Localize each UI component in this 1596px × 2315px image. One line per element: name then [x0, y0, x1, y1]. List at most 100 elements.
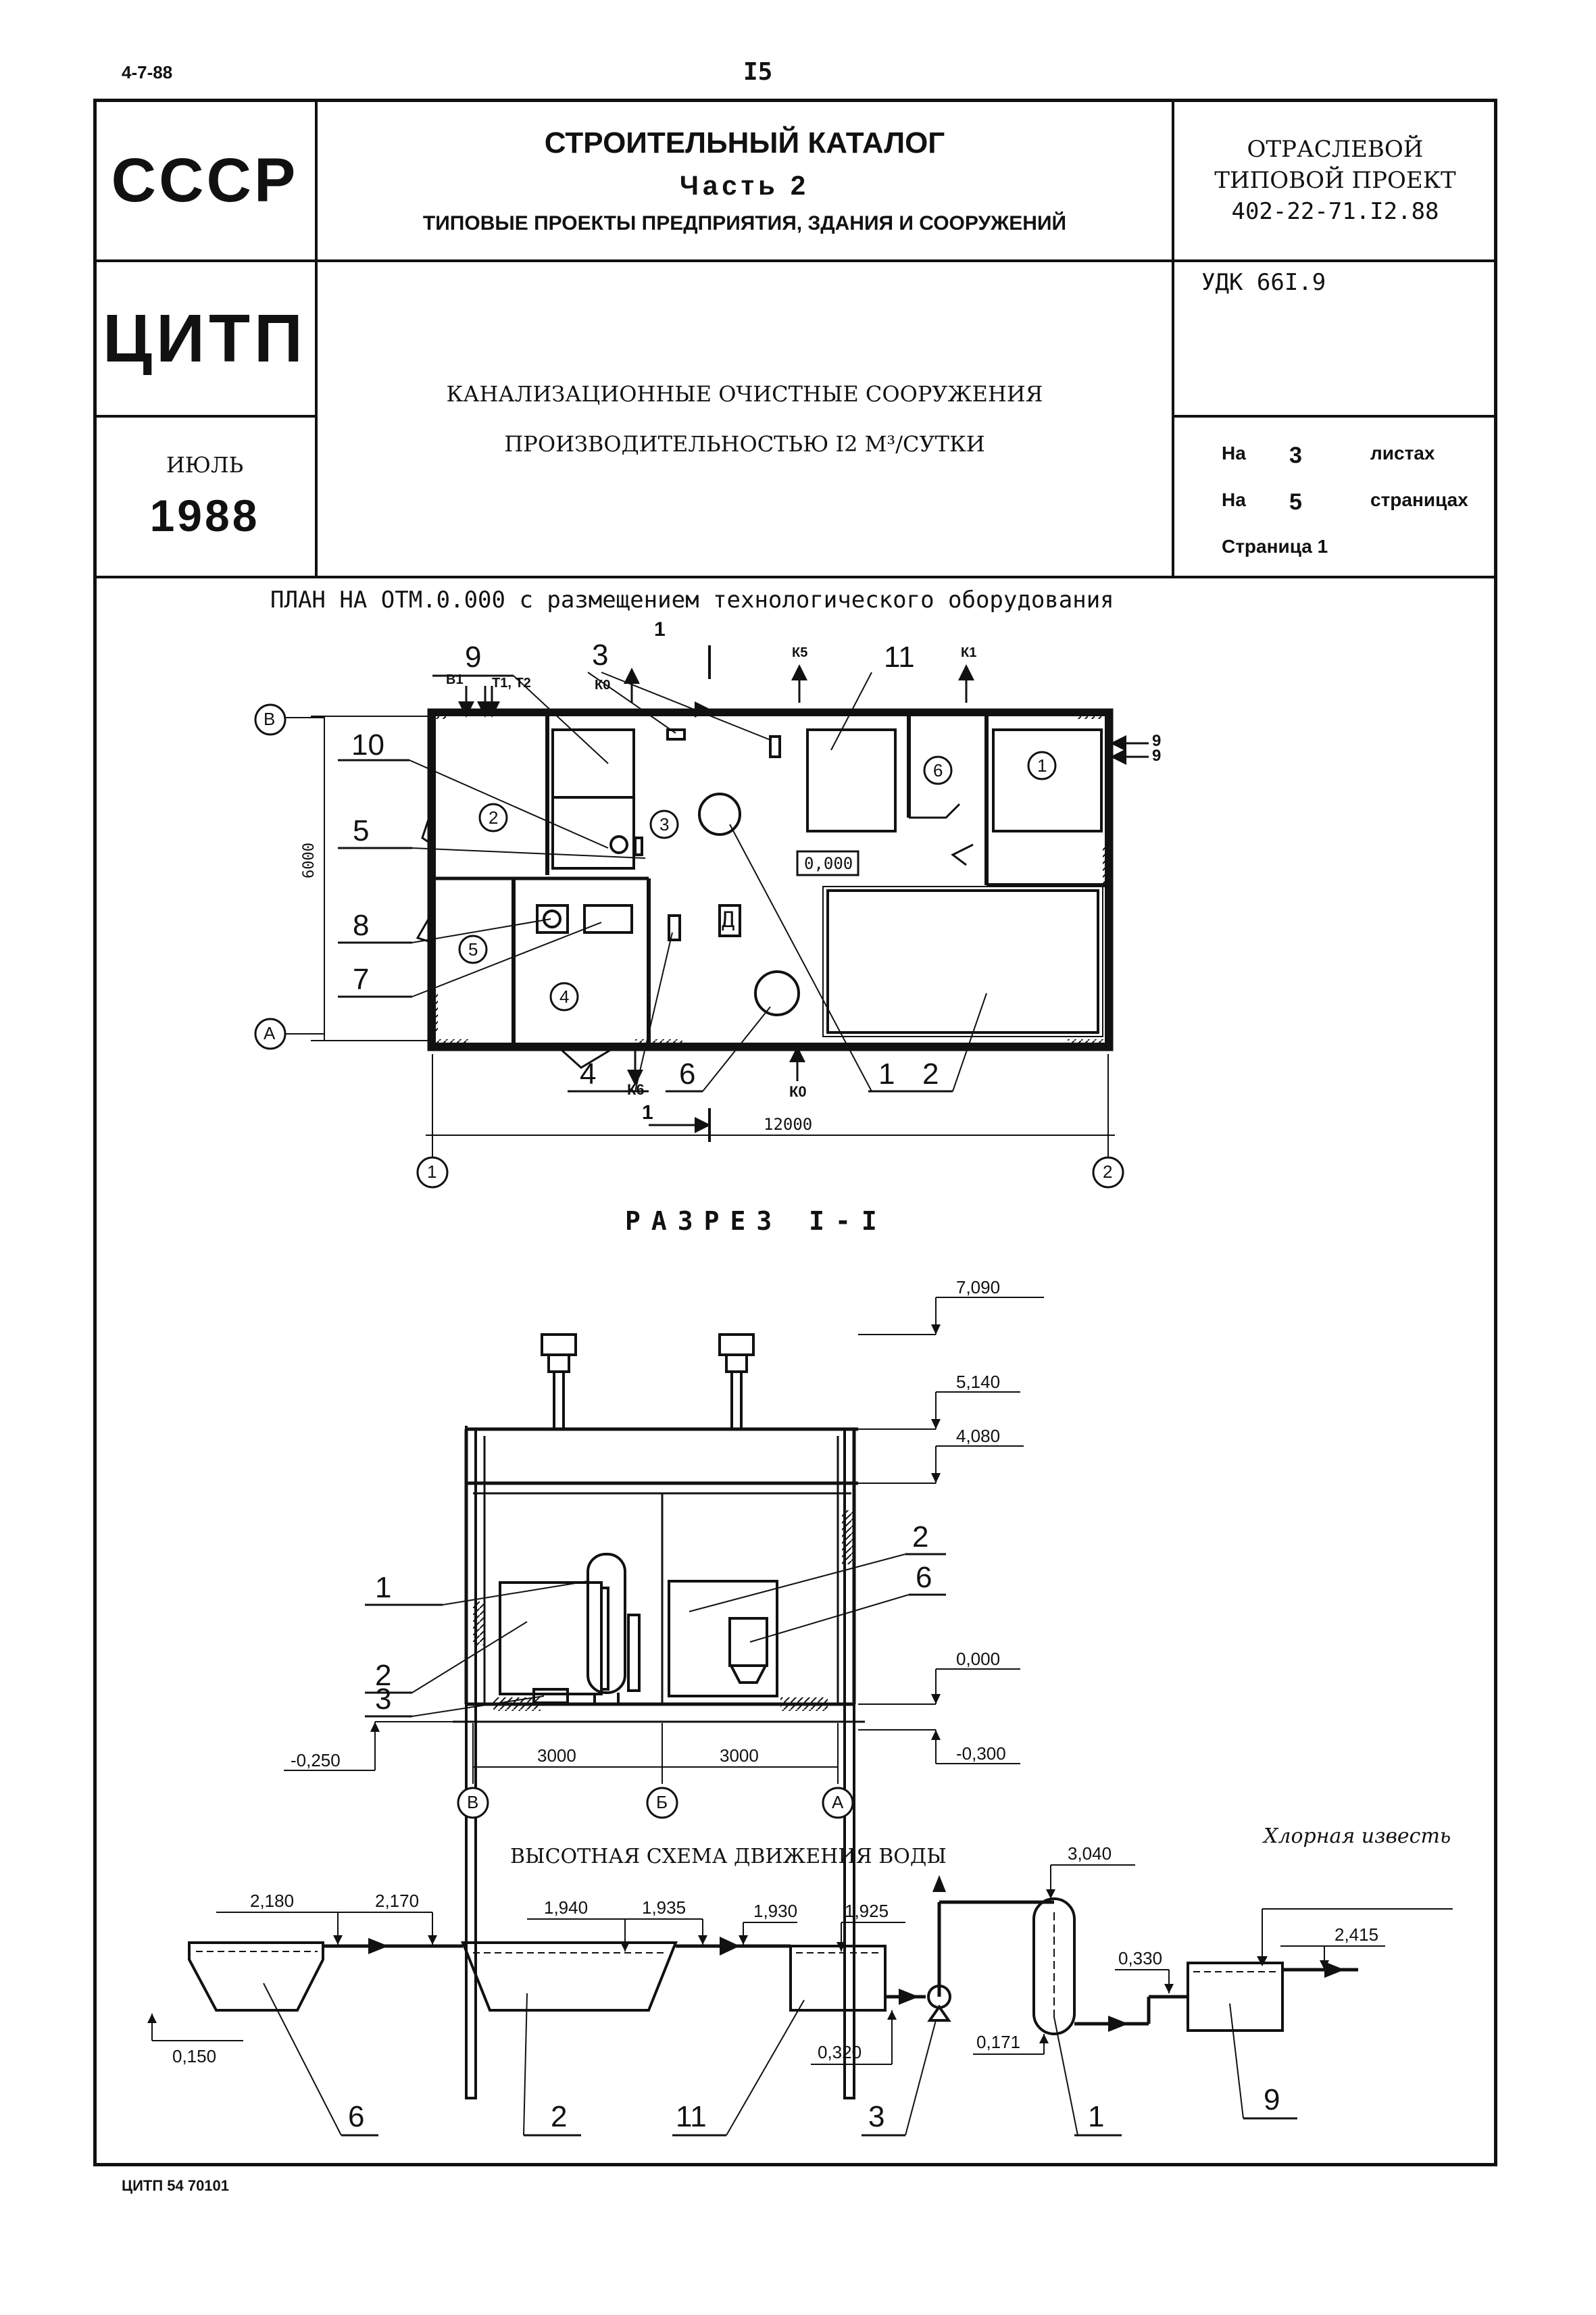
scheme-chlorine-label: Хлорная известь: [1264, 1824, 1451, 1848]
scheme-callout-11: 11: [676, 2100, 707, 2133]
doc-title-cell: КАНАЛИЗАЦИОННЫЕ ОЧИСТНЫЕ СООРУЖЕНИЯ ПРОИ…: [318, 262, 1172, 576]
section-level-0000: 0,000: [956, 1649, 1001, 1669]
sheets-info: На 3 листах: [1222, 443, 1492, 468]
plan-axis-bubbles: [254, 703, 1124, 1189]
section-callout-6: 6: [916, 1561, 932, 1594]
section-mark-top: 1: [654, 618, 666, 641]
pipe-label-9a: 9: [1152, 732, 1162, 750]
project-line1: ОТРАСЛЕВОЙ: [1247, 136, 1424, 163]
plan-callout-4: 4: [580, 1057, 597, 1091]
catalog-title: СТРОИТЕЛЬНЫЙ КАТАЛОГ: [544, 126, 945, 159]
doc-code: 4-7-88: [122, 62, 173, 82]
section-callout-2-right: 2: [912, 1520, 929, 1553]
scheme-level-0330: 0,330: [1118, 1948, 1163, 1968]
project-cell: ОТРАСЛЕВОЙ ТИПОВОЙ ПРОЕКТ 402-22-71.I2.8…: [1174, 101, 1496, 259]
pipe-label-k6: К6: [627, 1081, 645, 1098]
footer-stamp: ЦИТП 54 70101: [122, 2177, 230, 2194]
section-callout-3: 3: [375, 1683, 392, 1716]
catalog-subtitle: ТИПОВЫЕ ПРОЕКТЫ ПРЕДПРИЯТИЯ, ЗДАНИЯ И СО…: [422, 211, 1067, 234]
plan-title: ПЛАН НА ОТМ.0.000 с размещением технолог…: [270, 587, 1114, 614]
header-divider-right: [1172, 100, 1174, 577]
section-axis-b: Б: [656, 1792, 668, 1812]
catalog-part: Часть 2: [679, 170, 810, 201]
publisher-name: ЦИТП: [103, 300, 307, 376]
section-axis-bubbles: [457, 1787, 854, 1819]
scheme-level-2415: 2,415: [1335, 1924, 1379, 1945]
project-code: 402-22-71.I2.88: [1231, 198, 1439, 225]
scheme-callout-3: 3: [868, 2100, 885, 2133]
plan-callout-1: 1: [878, 1057, 895, 1091]
section-dim-left: 3000: [537, 1745, 576, 1766]
plan-callout-3: 3: [592, 639, 609, 672]
pages-info: На 5 страницах: [1222, 489, 1492, 515]
pipe-label-k0-top: К0: [595, 678, 611, 693]
scheme-level-0171: 0,171: [976, 2032, 1021, 2052]
axis-label-a: А: [264, 1023, 276, 1043]
udk: УДК 66I.9: [1201, 269, 1326, 296]
sheets-label: листах: [1370, 443, 1435, 464]
org-cell: СССР: [95, 101, 315, 259]
doc-title-line2: ПРОИЗВОДИТЕЛЬНОСТЬЮ I2 М³/СУТКИ: [504, 431, 985, 457]
header-divider-left: [315, 100, 318, 577]
scheme-level-2170: 2,170: [375, 1891, 420, 1911]
scheme-level-1940: 1,940: [544, 1897, 589, 1918]
plan-drawing: [285, 645, 1115, 1162]
month: ИЮЛЬ: [166, 452, 244, 478]
section-level-7090: 7,090: [956, 1277, 1001, 1297]
pages-label: страницах: [1370, 489, 1468, 510]
plan-callout-2: 2: [922, 1057, 939, 1091]
plan-callout-10: 10: [351, 728, 384, 762]
scheme-level-3040: 3,040: [1068, 1843, 1112, 1864]
pages-prefix: На: [1222, 489, 1246, 510]
scheme-level-1935: 1,935: [642, 1897, 687, 1918]
scheme-flow-arrows: [368, 1875, 1345, 2032]
publisher-cell: ЦИТП: [95, 262, 315, 415]
section-callout-2-left: 2: [375, 1659, 392, 1692]
scheme-level-0150: 0,150: [172, 2046, 217, 2066]
room-number-circles: [458, 751, 1057, 1012]
scheme-callout-6: 6: [348, 2100, 365, 2133]
section-level-minus0300: -0,300: [956, 1743, 1006, 1764]
room-number-5: 5: [468, 939, 478, 960]
section-drawing: [284, 1297, 1044, 2099]
room-number-2: 2: [489, 807, 499, 828]
scheme-title: ВЫСОТНАЯ СХЕМА ДВИЖЕНИЯ ВОДЫ: [510, 1845, 947, 1868]
plan-callout-5: 5: [353, 814, 370, 847]
room-number-3: 3: [659, 814, 670, 835]
axis-label-2: 2: [1103, 1162, 1113, 1182]
scheme-drawing: [151, 1864, 1453, 2137]
sheet-frame: [93, 99, 1497, 2166]
header-row1-bottom: [95, 259, 1496, 262]
section-callout-1: 1: [375, 1571, 392, 1604]
section-level-5140: 5,140: [956, 1372, 1001, 1392]
sheets-count: 3: [1289, 443, 1302, 468]
pipe-label-t1t2: Т1, Т2: [492, 676, 531, 691]
scheme-level-1930: 1,930: [753, 1901, 798, 1921]
axis-label-v: В: [264, 709, 276, 729]
pipe-label-k5: К5: [792, 645, 808, 660]
scheme-callout-9: 9: [1264, 2083, 1280, 2116]
plan-callout-7: 7: [353, 963, 370, 996]
header-right-split: [1172, 415, 1496, 418]
scheme-level-2180: 2,180: [250, 1891, 295, 1911]
pipe-label-b1: В1: [446, 672, 464, 687]
pages-count: 5: [1289, 489, 1302, 515]
plan-callout-6: 6: [679, 1057, 696, 1091]
room-number-6: 6: [933, 760, 943, 780]
plan-level: 0,000: [804, 854, 853, 873]
scheme-callout-2: 2: [551, 2100, 568, 2133]
section-level-minus0250: -0,250: [291, 1750, 341, 1770]
section-level-4080: 4,080: [956, 1426, 1001, 1446]
plan-pipe-arrows: [458, 664, 1149, 1133]
section-axis-a: А: [832, 1792, 844, 1812]
page-label: Страница 1: [1222, 536, 1328, 557]
section-axis-v: В: [467, 1792, 479, 1812]
section-dim-right: 3000: [720, 1745, 759, 1766]
scheme-level-ticks: [147, 1889, 1329, 2043]
header-left-split: [95, 415, 316, 418]
pipe-label-k0-bottom: К0: [789, 1083, 807, 1100]
room-number-1: 1: [1037, 755, 1047, 776]
header-bottom: [95, 576, 1496, 578]
room-d: Д: [722, 907, 735, 932]
